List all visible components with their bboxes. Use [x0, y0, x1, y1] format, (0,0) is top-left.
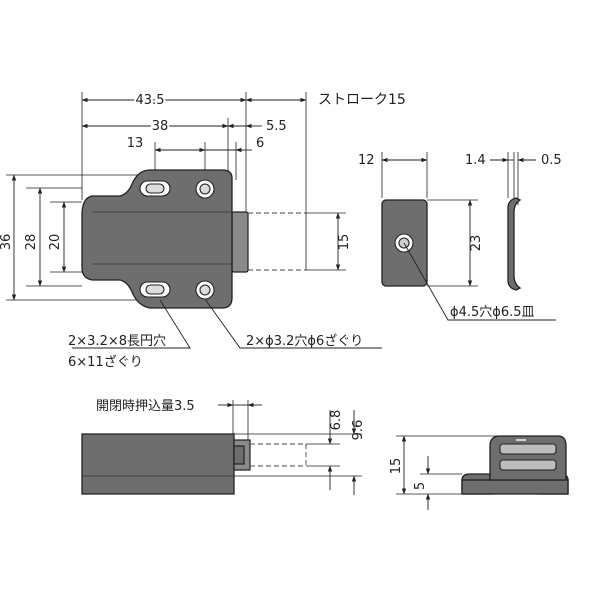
dim-h-15: 15: [389, 458, 404, 475]
latch-body: [81, 169, 233, 309]
top-view: 43.5 ストローク15 38 5.5 13 6 36 28 20 15: [0, 91, 406, 370]
dim-stroke: ストローク15: [318, 92, 406, 108]
catch-plate-view: 12 23 ϕ4.5穴ϕ6.5皿 1.4 0.5: [358, 152, 562, 321]
dim-overall-length: 43.5: [136, 93, 165, 108]
end-view: 15 5: [389, 435, 569, 510]
dim-thick-0-5: 0.5: [541, 153, 562, 168]
dim-press-amount: 開閉時押込量3.5: [96, 399, 195, 414]
plunger: [231, 211, 249, 273]
dim-height-28: 28: [24, 234, 39, 251]
dim-height-23: 23: [469, 235, 484, 252]
catch-plate-profile: [507, 197, 522, 291]
dim-6: 6: [256, 136, 264, 151]
end-body: [489, 435, 567, 481]
note-slot-line1: 2×3.2×8長円穴: [68, 334, 166, 349]
dim-thick-1-4: 1.4: [465, 153, 486, 168]
dim-hole-pitch: 13: [127, 136, 144, 151]
dim-width-12: 12: [358, 153, 375, 168]
note-catch-hole: ϕ4.5穴ϕ6.5皿: [450, 305, 535, 320]
note-hole: 2×ϕ3.2穴ϕ6ざぐり: [246, 333, 363, 349]
dim-h-9-6: 9.6: [351, 420, 366, 441]
dim-5-5: 5.5: [266, 119, 287, 134]
dim-body-length: 38: [152, 119, 169, 134]
side-view: 開閉時押込量3.5 6.8 9.6: [81, 399, 366, 495]
note-slot-line2: 6×11ざぐり: [68, 354, 143, 370]
dim-plunger-15: 15: [337, 234, 352, 251]
dim-h-5: 5: [413, 482, 428, 490]
dim-h-6-8: 6.8: [329, 410, 344, 431]
dim-height-20: 20: [48, 234, 63, 251]
side-body: [81, 433, 235, 495]
dim-height-36: 36: [0, 234, 14, 251]
